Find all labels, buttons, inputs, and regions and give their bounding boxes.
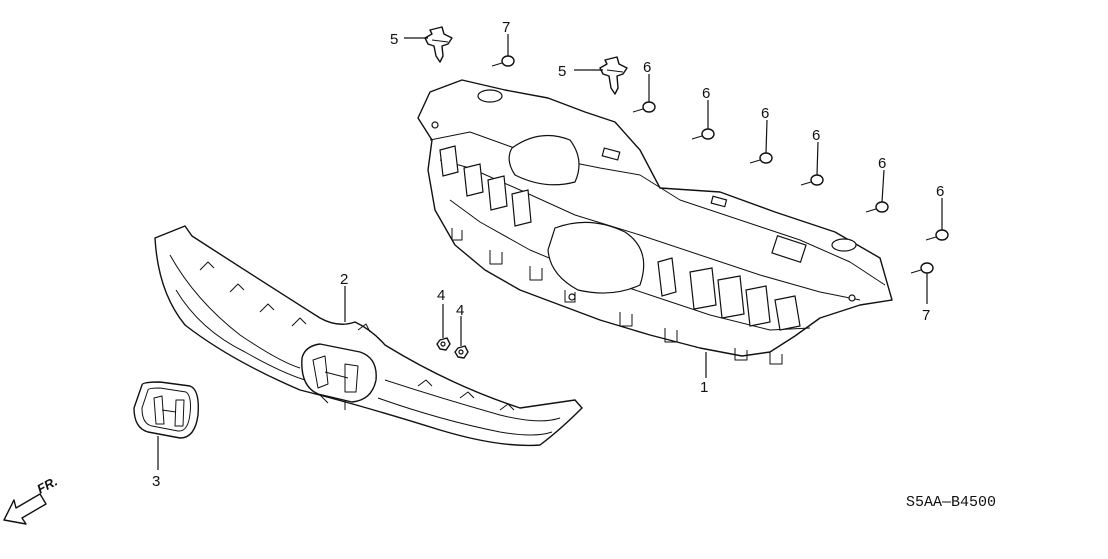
- callout-5-left: 5: [390, 31, 398, 48]
- callout-6a: 6: [643, 59, 651, 76]
- front-direction-label: FR.: [34, 474, 60, 497]
- front-grille: [154, 225, 583, 447]
- arrow-icon: [3, 493, 47, 525]
- callout-1: 1: [700, 379, 708, 396]
- screw-6d: [800, 174, 824, 186]
- callout-6d: 6: [812, 127, 820, 144]
- callout-6e: 6: [878, 155, 886, 172]
- bolt-7a: [491, 55, 515, 67]
- callout-labels: 1 2 3 4 4 5 5 6 6 6 6 6 6 7 7: [152, 19, 944, 490]
- callout-7-top: 7: [502, 19, 510, 36]
- callout-5-right: 5: [558, 63, 566, 80]
- callout-4-right: 4: [456, 302, 464, 319]
- clip-left: [424, 26, 453, 63]
- diagram-code: S5AA—B4500: [906, 494, 996, 511]
- callout-6b: 6: [702, 85, 710, 102]
- callout-7-right: 7: [922, 307, 930, 324]
- callout-6c: 6: [761, 105, 769, 122]
- bolt-7b: [910, 262, 934, 274]
- clip-right: [599, 56, 628, 95]
- grille-base-panel: [417, 79, 893, 365]
- callout-2: 2: [340, 271, 348, 288]
- screw-6b: [691, 128, 715, 140]
- honda-emblem: [133, 381, 200, 439]
- leader-lines: [157, 34, 943, 470]
- screw-6f: [925, 229, 949, 241]
- front-direction-arrow: FR.: [3, 474, 60, 525]
- screw-6c: [749, 152, 773, 164]
- nut-left: [436, 337, 451, 351]
- callout-3: 3: [152, 473, 160, 490]
- screw-6e: [865, 201, 889, 213]
- nut-right: [454, 345, 469, 359]
- callout-6f: 6: [936, 183, 944, 200]
- screw-6a: [632, 101, 656, 113]
- callout-4-left: 4: [437, 287, 445, 304]
